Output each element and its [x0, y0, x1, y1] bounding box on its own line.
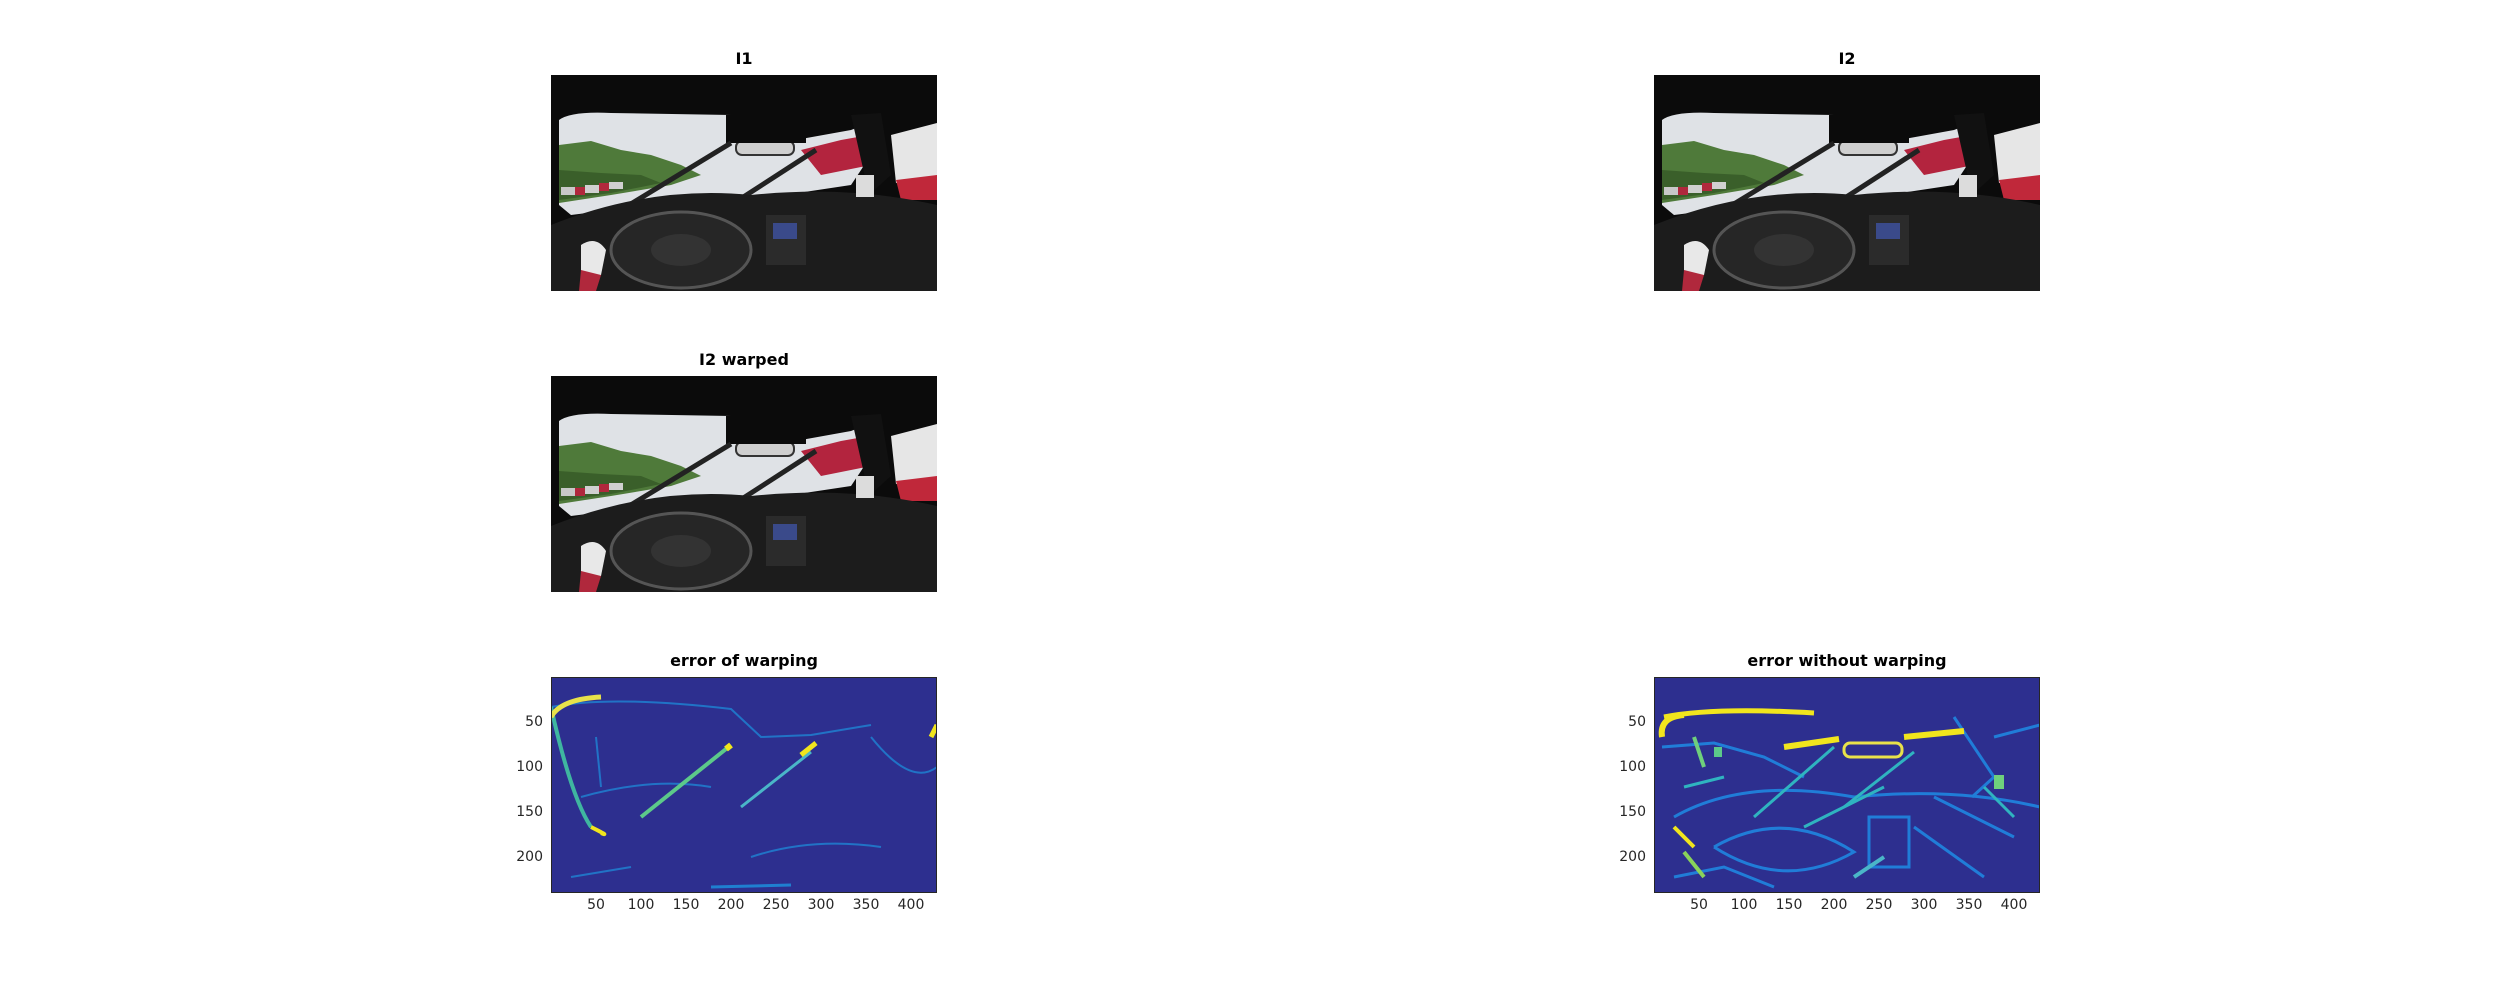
x-tick-label: 200: [1820, 897, 1848, 913]
x-tick-label: 150: [1775, 897, 1803, 913]
y-tick-label: 100: [1619, 759, 1646, 775]
panel-title: I2: [1838, 49, 1856, 68]
x-tick-label: 50: [587, 897, 605, 913]
x-tick-label: 350: [1955, 897, 1983, 913]
y-tick-label: 200: [516, 849, 543, 865]
image-i2-warped: [551, 376, 937, 592]
panel-i2: I2: [1654, 49, 2040, 291]
panel-title: error without warping: [1747, 651, 1947, 670]
panel-i1: I1: [551, 49, 937, 291]
x-tick-label: 50: [1690, 897, 1708, 913]
panel-title: I1: [735, 49, 753, 68]
x-tick-label: 100: [627, 897, 655, 913]
heatmap-error-of-warping: [551, 677, 937, 893]
x-tick-label: 400: [897, 897, 925, 913]
panel-title: I2 warped: [699, 350, 789, 369]
x-tick-label: 300: [807, 897, 835, 913]
y-tick-label: 50: [1628, 714, 1646, 730]
x-tick-label: 150: [672, 897, 700, 913]
x-tick-label: 250: [1865, 897, 1893, 913]
x-tick-label: 300: [1910, 897, 1938, 913]
x-tick-label: 250: [762, 897, 790, 913]
x-tick-label: 100: [1730, 897, 1758, 913]
image-i1: [551, 75, 937, 291]
y-tick-label: 150: [516, 804, 543, 820]
y-tick-label: 100: [516, 759, 543, 775]
x-tick-label: 400: [2000, 897, 2028, 913]
x-tick-label: 350: [852, 897, 880, 913]
panel-i2-warped: I2 warped: [551, 350, 937, 592]
y-tick-label: 150: [1619, 804, 1646, 820]
y-tick-label: 200: [1619, 849, 1646, 865]
x-tick-label: 200: [717, 897, 745, 913]
panel-error-of-warping: error of warping 50 100 150 200 50 100 1…: [516, 651, 937, 913]
panel-error-without-warping: error without warping 50 100 150 200 50 …: [1619, 651, 2040, 913]
image-i2: [1654, 75, 2040, 291]
y-tick-label: 50: [525, 714, 543, 730]
heatmap-error-without-warping: [1654, 677, 2040, 893]
panel-title: error of warping: [670, 651, 818, 670]
